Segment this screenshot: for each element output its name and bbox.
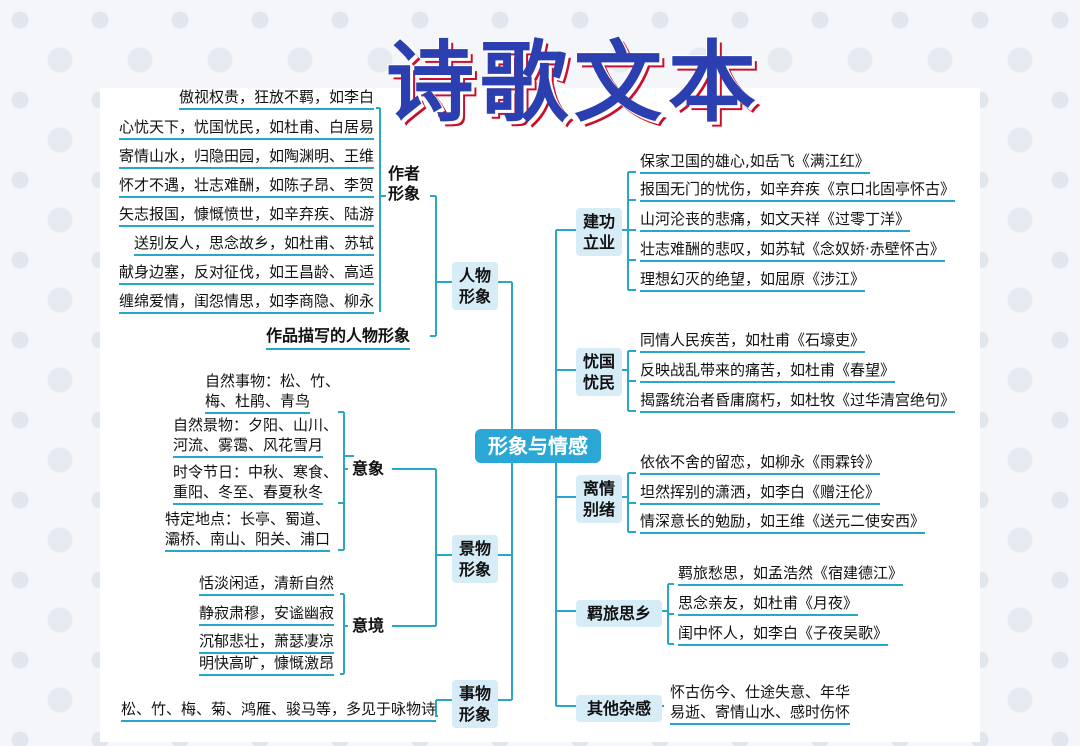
achievement-item: 壮志难酬的悲叹，如苏轼《念奴娇·赤壁怀古》 <box>640 240 945 262</box>
mood-item: 沉郁悲壮，萧瑟凄凉 <box>199 632 335 654</box>
author-image-label: 作者形象 <box>388 164 421 203</box>
homesick-item: 闺中怀人，如李白《子夜吴歌》 <box>678 624 889 646</box>
center-node: 形象与情感 <box>475 429 601 463</box>
achievement-item: 报国无门的忧伤，如辛弃疾《京口北固亭怀古》 <box>640 180 956 202</box>
author-item: 献身边塞，反对征伐，如王昌龄、高适 <box>118 263 374 285</box>
mood-item: 明快高旷，慷慨激昂 <box>199 654 335 676</box>
works-image-label: 作品描写的人物形象 <box>266 326 411 350</box>
node-object-image: 事物形象 <box>452 680 498 728</box>
node-achievement: 建功立业 <box>576 208 622 256</box>
author-item: 心忧天下，忧国忧民，如杜甫、白居易 <box>118 118 374 140</box>
imagery-item-line: 时令节日：中秋、寒食、 <box>173 463 339 481</box>
achievement-item: 山河沦丧的悲痛，如文天祥《过零丁洋》 <box>640 210 911 232</box>
parting-item: 情深意长的勉励，如王维《送元二使安西》 <box>640 512 926 534</box>
node-people-image: 人物形象 <box>452 262 498 310</box>
other-feelings-line: 易逝、寄情山水、感时伤怀 <box>670 703 851 725</box>
imagery-item-line: 自然景物：夕阳、山川、 <box>173 416 339 434</box>
node-other-feelings: 其他杂感 <box>576 695 662 722</box>
node-parting: 离情别绪 <box>576 475 622 523</box>
homesick-item: 思念亲友，如杜甫《月夜》 <box>678 594 859 616</box>
page-title: 诗歌文本 <box>386 30 763 134</box>
author-item: 矢志报国，慷慨愤世，如辛弃疾、陆游 <box>118 205 374 227</box>
imagery-item-line: 灞桥、南山、阳关、浦口 <box>165 530 331 552</box>
imagery-item-line: 自然事物：松、竹、 <box>205 372 341 390</box>
node-achievement-label: 建功立业 <box>582 212 615 252</box>
achievement-item: 保家卫国的雄心,如岳飞《满江红》 <box>640 152 870 174</box>
node-object-image-label: 事物形象 <box>458 684 491 724</box>
imagery-item-line: 梅、杜鹃、青鸟 <box>205 392 311 414</box>
object-image-text: 松、竹、梅、菊、鸿雁、骏马等，多见于咏物诗 <box>120 700 436 722</box>
imagery-item-line: 河流、雾霭、风花雪月 <box>173 436 324 458</box>
imagery-label: 意象 <box>352 459 385 478</box>
node-scenery-image-label: 景物形象 <box>458 539 491 579</box>
author-item: 怀才不遇，壮志难酬，如陈子昂、李贺 <box>118 176 374 198</box>
node-patriotism: 忧国忧民 <box>576 348 622 396</box>
node-homesick: 羁旅思乡 <box>576 600 662 627</box>
node-scenery-image: 景物形象 <box>452 535 498 583</box>
node-other-feelings-label: 其他杂感 <box>586 699 651 718</box>
author-item: 傲视权贵，狂放不羁，如李白 <box>178 88 374 110</box>
parting-item: 坦然挥别的潇洒，如李白《赠汪伦》 <box>640 483 881 505</box>
mood-item: 静寂肃穆，安谧幽寂 <box>199 604 335 626</box>
node-patriotism-label: 忧国忧民 <box>582 352 615 392</box>
imagery-item-line: 重阳、冬至、春夏秋冬 <box>173 483 324 505</box>
imagery-item-line: 特定地点：长亭、蜀道、 <box>165 510 331 528</box>
mood-item: 恬淡闲适，清新自然 <box>199 574 335 596</box>
mood-label: 意境 <box>352 616 385 635</box>
homesick-item: 羁旅愁思，如孟浩然《宿建德江》 <box>678 564 904 586</box>
author-item: 送别友人，思念故乡，如杜甫、苏轼 <box>133 234 374 256</box>
patriotism-item: 揭露统治者昏庸腐朽，如杜牧《过华清宫绝句》 <box>640 391 956 413</box>
patriotism-item: 同情人民疾苦，如杜甫《石壕吏》 <box>640 331 866 353</box>
parting-item: 依依不舍的留恋，如柳永《雨霖铃》 <box>640 453 881 475</box>
node-people-image-label: 人物形象 <box>458 266 491 306</box>
patriotism-item: 反映战乱带来的痛苦，如杜甫《春望》 <box>640 361 896 383</box>
other-feelings-line: 怀古伤今、仕途失意、年华 <box>670 683 851 701</box>
node-homesick-label: 羁旅思乡 <box>586 604 651 623</box>
author-item: 缠绵爱情，闺怨情思，如李商隐、柳永 <box>118 292 374 314</box>
achievement-item: 理想幻灭的绝望，如屈原《涉江》 <box>640 270 866 292</box>
author-item: 寄情山水，归隐田园，如陶渊明、王维 <box>118 147 374 169</box>
node-parting-label: 离情别绪 <box>582 479 615 519</box>
